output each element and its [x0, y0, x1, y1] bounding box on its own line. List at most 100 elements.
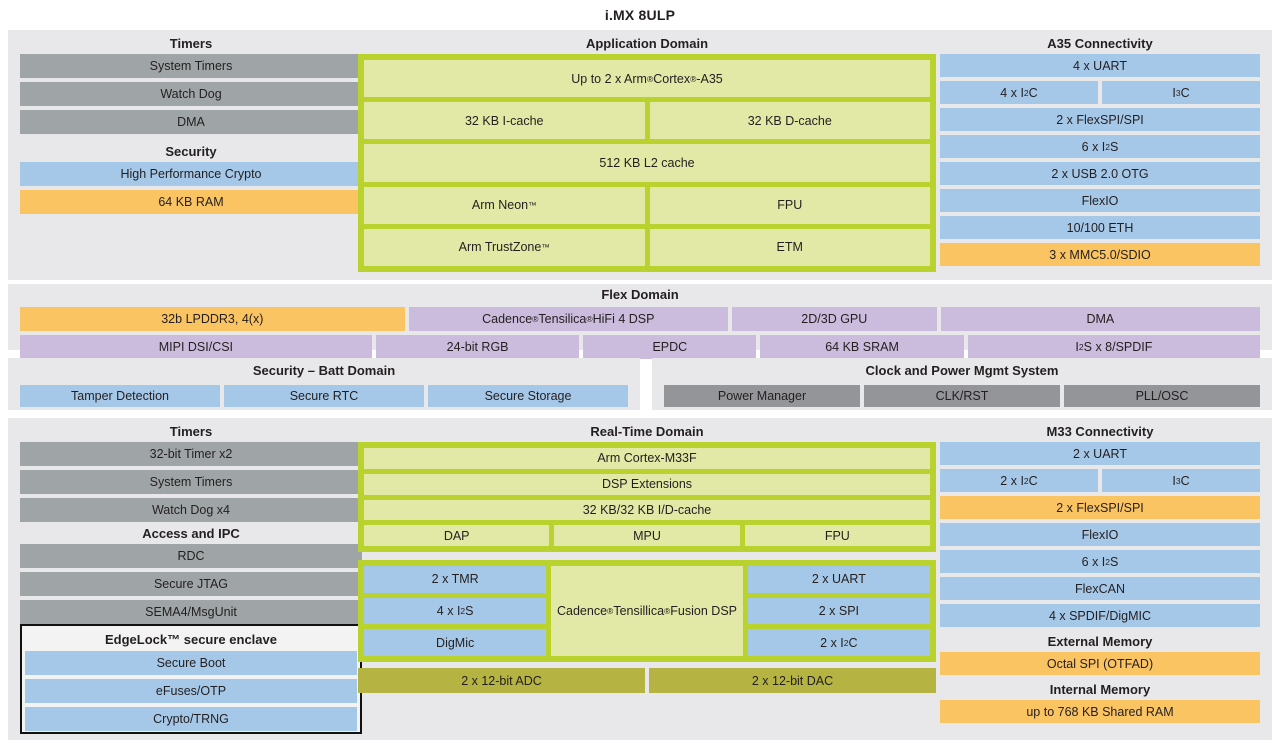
a35-block-4-0: 2 x USB 2.0 OTG [940, 162, 1260, 185]
m33-block-2-0: 2 x FlexSPI/SPI [940, 496, 1260, 519]
rt-converter-0: 2 x 12-bit ADC [358, 668, 645, 693]
app-domain-block-4-1: ETM [649, 228, 930, 267]
flex-domain-r2-2: EPDC [583, 335, 757, 359]
a35-block-5-0: FlexIO [940, 189, 1260, 212]
heading-external-memory: External Memory [1047, 634, 1153, 649]
heading-security-batt: Security – Batt Domain [252, 363, 396, 378]
access-ipc-block-2: SEMA4/MsgUnit [20, 600, 362, 624]
heading-timers-top: Timers [169, 36, 213, 51]
clock-power-block-2: PLL/OSC [1064, 385, 1260, 407]
security-batt-block-1: Secure RTC [224, 385, 424, 407]
heading-timers-bottom: Timers [169, 424, 213, 439]
realtime-core-container: Arm Cortex-M33F DSP Extensions 32 KB/32 KB… [358, 442, 936, 552]
clock-power-block-1: CLK/RST [864, 385, 1060, 407]
app-domain-block-2-0: 512 KB L2 cache [364, 144, 930, 182]
rt-core-block-2-0: 32 KB/32 KB I/D-cache [364, 499, 930, 521]
group-realtime-domain: Real-Time Domain Arm Cortex-M33F DSP Exte… [358, 422, 936, 693]
m33-ext-block-0-0: Octal SPI (OTFAD) [940, 652, 1260, 675]
app-domain-block-0-0: Up to 2 x Arm® Cortex®-A35 [364, 60, 930, 98]
group-security-top: Security High Performance Crypto 64 KB RA… [20, 142, 362, 218]
edgelock-block-0: Secure Boot [25, 651, 357, 675]
access-ipc-block-0: RDC [20, 544, 362, 568]
a35-block-2-0: 2 x FlexSPI/SPI [940, 108, 1260, 131]
flex-domain-r1-2: 2D/3D GPU [731, 307, 937, 331]
rt-periph-left-2: DigMic [364, 629, 547, 657]
rt-core-block-0-0: Arm Cortex-M33F [364, 448, 930, 469]
timer-bottom-block-0: 32-bit Timer x2 [20, 442, 362, 466]
security-batt-block-0: Tamper Detection [20, 385, 220, 407]
heading-a35-connectivity: A35 Connectivity [1047, 36, 1153, 51]
rt-core-block-3-0: DAP [364, 525, 550, 546]
group-application-domain: Application Domain Up to 2 x Arm® Cortex… [358, 34, 936, 272]
flex-domain-r2-0: MIPI DSI/CSI [20, 335, 372, 359]
security-block-0: High Performance Crypto [20, 162, 362, 186]
rt-periph-center: Cadence® Tensillica® Fusion DSP [551, 566, 743, 656]
timer-bottom-block-1: System Timers [20, 470, 362, 494]
a35-block-6-0: 10/100 ETH [940, 216, 1260, 239]
clock-power-block-0: Power Manager [664, 385, 860, 407]
app-domain-block-3-1: FPU [649, 186, 930, 224]
m33-block-3-0: FlexIO [940, 523, 1260, 546]
edgelock-block-2: Crypto/TRNG [25, 707, 357, 731]
timer-block-1: Watch Dog [20, 82, 362, 106]
rt-periph-right-1: 2 x SPI [747, 597, 930, 625]
rt-periph-right-0: 2 x UART [747, 566, 930, 593]
flex-domain-r1-0: 32b LPDDR3, 4(x) [20, 307, 405, 331]
m33-block-6-0: 4 x SPDIF/DigMIC [940, 604, 1260, 627]
m33-block-0-0: 2 x UART [940, 442, 1260, 465]
rt-core-block-3-2: FPU [744, 525, 930, 546]
flex-domain-r1-3: DMA [940, 307, 1261, 331]
timer-bottom-block-2: Watch Dog x4 [20, 498, 362, 522]
flex-domain-r2-3: 64 KB SRAM [760, 335, 964, 359]
panel-flex-domain: Flex Domain 32b LPDDR3, 4(x)Cadence® Ten… [8, 284, 1272, 359]
rt-core-block-1-0: DSP Extensions [364, 473, 930, 495]
rt-periph-left-0: 2 x TMR [364, 566, 547, 593]
m33-int-block-0-0: up to 768 KB Shared RAM [940, 700, 1260, 723]
heading-m33-connectivity: M33 Connectivity [1046, 424, 1154, 439]
flex-domain-r1-1: Cadence® Tensilica® HiFi 4 DSP [408, 307, 728, 331]
edgelock-block-1: eFuses/OTP [25, 679, 357, 703]
access-ipc-block-1: Secure JTAG [20, 572, 362, 596]
rt-converter-1: 2 x 12-bit DAC [649, 668, 936, 693]
page-title: i.MX 8ULP [604, 7, 676, 23]
app-domain-block-1-1: 32 KB D-cache [649, 102, 930, 140]
heading-realtime-domain: Real-Time Domain [590, 424, 704, 439]
panel-clock-power: Clock and Power Mgmt System Power Manage… [652, 358, 1272, 410]
heading-application-domain: Application Domain [585, 36, 709, 51]
flex-domain-r2-1: 24-bit RGB [375, 335, 580, 359]
heading-edgelock: EdgeLock™ secure enclave [105, 632, 277, 647]
heading-security: Security [165, 144, 217, 159]
security-block-1: 64 KB RAM [20, 190, 362, 214]
security-batt-block-2: Secure Storage [428, 385, 628, 407]
a35-block-0-0: 4 x UART [940, 54, 1260, 77]
m33-block-5-0: FlexCAN [940, 577, 1260, 600]
timer-block-2: DMA [20, 110, 362, 134]
group-access-ipc: Access and IPC RDC Secure JTAG SEMA4/MsgUn… [20, 524, 362, 628]
heading-flex-domain: Flex Domain [601, 287, 679, 302]
heading-access-ipc: Access and IPC [142, 526, 240, 541]
heading-internal-memory: Internal Memory [1049, 682, 1151, 697]
rt-core-block-3-1: MPU [554, 525, 740, 546]
heading-clock-power: Clock and Power Mgmt System [865, 363, 1059, 378]
a35-block-7-0: 3 x MMC5.0/SDIO [940, 243, 1260, 266]
app-domain-block-1-0: 32 KB I-cache [364, 102, 645, 140]
